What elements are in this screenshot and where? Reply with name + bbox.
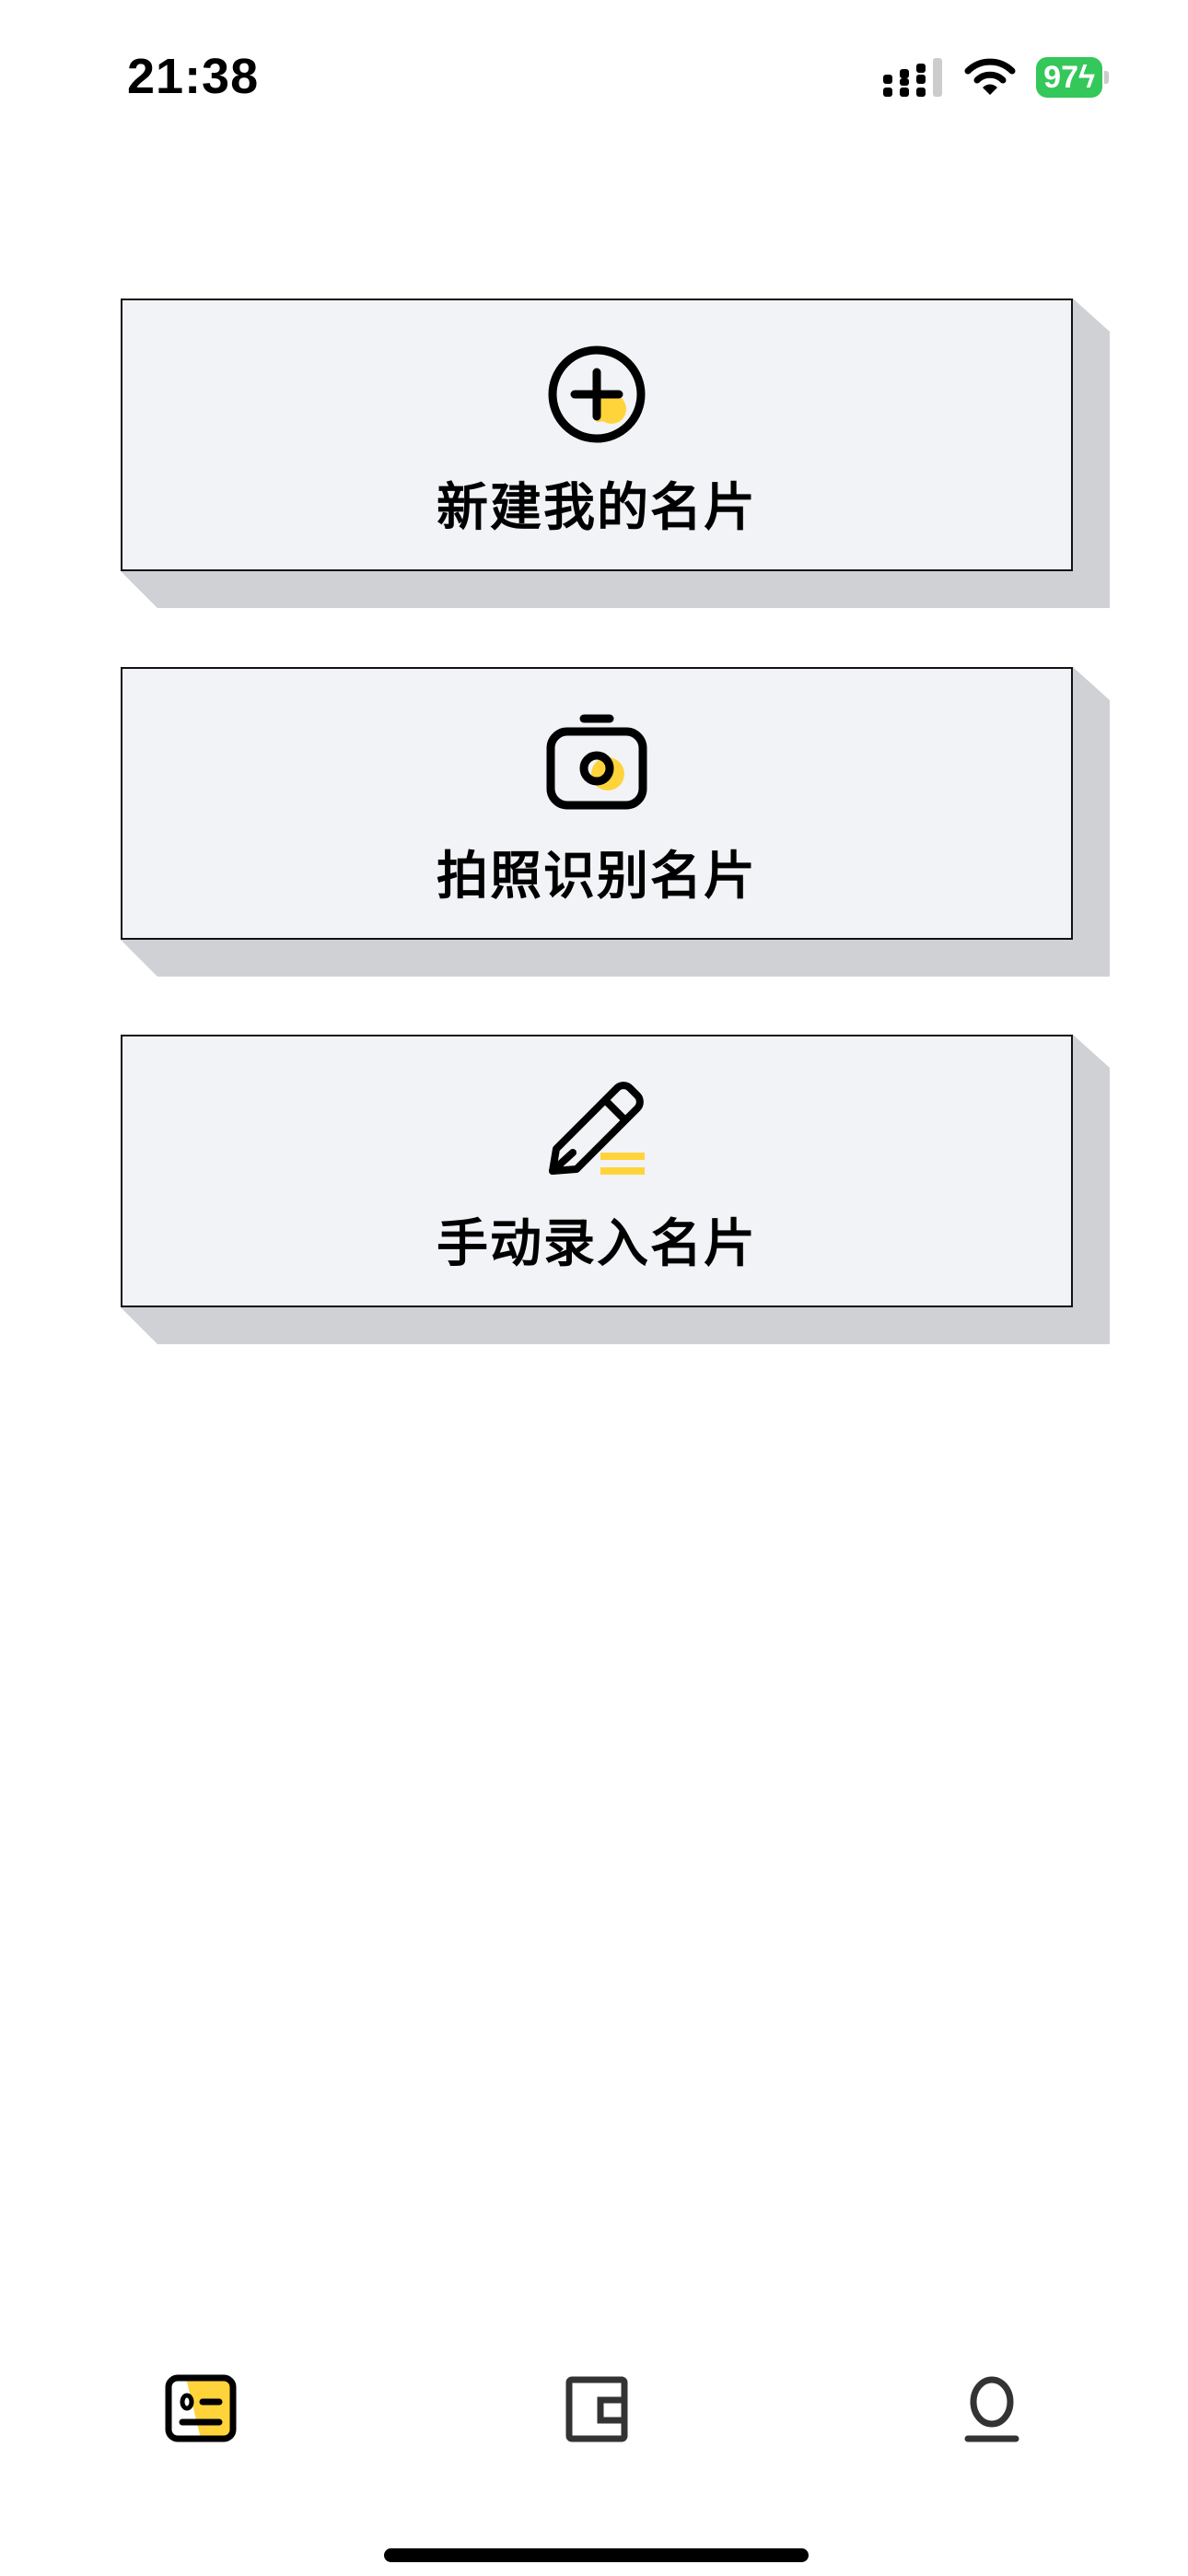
wifi-icon xyxy=(964,58,1016,95)
charging-bolt-icon: ϟ xyxy=(1078,60,1095,95)
pen-icon xyxy=(549,1082,645,1175)
home-indicator[interactable] xyxy=(384,2548,809,2562)
tab-profile[interactable] xyxy=(955,2372,1029,2446)
card-label: 拍照识别名片 xyxy=(437,847,757,907)
card-label: 新建我的名片 xyxy=(437,478,757,538)
camera-icon xyxy=(546,714,647,810)
battery-cap xyxy=(1104,71,1109,84)
scan-card-button[interactable]: 拍照识别名片 xyxy=(121,667,1110,977)
plus-circle-icon xyxy=(548,345,646,443)
card-label: 手动录入名片 xyxy=(437,1214,757,1274)
new-my-card-button[interactable]: 新建我的名片 xyxy=(121,299,1110,608)
battery-level: 97 xyxy=(1043,60,1078,95)
manual-entry-button[interactable]: 手动录入名片 xyxy=(121,1035,1110,1344)
tab-business-card[interactable] xyxy=(164,2372,238,2446)
status-time: 21:38 xyxy=(127,49,260,104)
tab-wallet[interactable] xyxy=(564,2372,637,2446)
cellular-signal-icon xyxy=(883,58,943,97)
battery-indicator: 97ϟ xyxy=(1036,57,1102,98)
status-icons: 97ϟ xyxy=(883,57,1109,98)
